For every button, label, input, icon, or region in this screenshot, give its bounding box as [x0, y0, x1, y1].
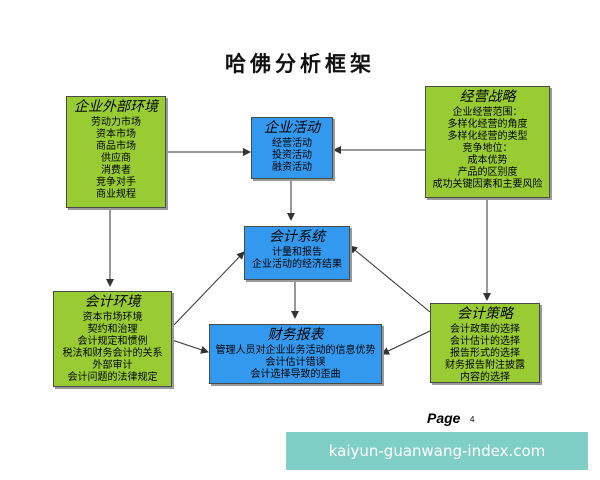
box-line: 财务报告附注披露	[445, 360, 525, 371]
box-line: 报告形式的选择	[450, 348, 520, 359]
box-line: 融资活动	[272, 162, 312, 173]
box-line: 商品市场	[96, 141, 136, 152]
box-line: 供应商	[101, 153, 131, 164]
box-line: 税法和财务会计的关系	[62, 348, 163, 359]
box-external-environment: 企业外部环境 劳动力市场 资本市场 商品市场 供应商 消费者 竞争对手 商业规程	[66, 96, 166, 208]
box-accounting-environment: 会计环境 资本市场环境 契约和治理 会计规定和惯例 税法和财务会计的关系 外部审…	[53, 291, 172, 387]
box-line: 多样化经营的角度	[447, 119, 528, 130]
box-line: 契约和治理	[87, 324, 138, 335]
box-line: 消费者	[101, 165, 131, 176]
box-heading: 会计策略	[457, 306, 513, 322]
box-business-activities: 企业活动 经营活动 投资活动 融资活动	[251, 117, 333, 179]
box-heading: 经营战略	[459, 89, 516, 105]
page-label: Page	[427, 410, 461, 426]
box-line: 会计规定和惯例	[77, 336, 148, 347]
box-line: 成功关键因素和主要风险	[432, 179, 543, 190]
box-line: 产品的区别度	[457, 167, 518, 178]
box-line: 劳动力市场	[91, 117, 141, 128]
box-line: 企业经营范围：	[452, 107, 523, 118]
arrow-accounting-env-to-system	[171, 251, 245, 328]
box-line: 外部审计	[92, 360, 133, 371]
box-financial-reports: 财务报表 管理人员对企业业务活动的信息优势 会计估计错误 会计选择导致的歪曲	[209, 324, 382, 384]
box-line: 成本优势	[467, 155, 508, 166]
box-line: 资本市场环境	[82, 312, 143, 323]
box-heading: 企业活动	[264, 120, 320, 136]
box-line: 计量和报告	[272, 247, 322, 258]
watermark-banner: kaiyun-guanwang-index.com	[286, 432, 588, 470]
arrow-accounting-strategy-to-system	[349, 245, 431, 313]
box-line: 内容的选择	[460, 372, 510, 383]
box-accounting-system: 会计系统 计量和报告 企业活动的经济结果	[244, 226, 350, 280]
box-heading: 财务报表	[267, 327, 324, 343]
box-line: 竞争对手	[96, 177, 136, 188]
box-line: 竞争地位：	[462, 143, 513, 154]
box-line: 会计政策的选择	[450, 324, 520, 335]
box-line: 多样化经营的类型	[447, 131, 528, 142]
box-line: 管理人员对企业业务活动的信息优势	[215, 345, 376, 356]
box-heading: 会计环境	[84, 294, 141, 310]
diagram-title: 哈佛分析框架	[225, 52, 375, 76]
box-business-strategy: 经营战略 企业经营范围： 多样化经营的角度 多样化经营的类型 竞争地位： 成本优…	[425, 86, 550, 198]
box-line: 商业规程	[96, 189, 136, 200]
arrow-accounting-env-to-reports	[171, 339, 209, 354]
box-line: 投资活动	[272, 150, 312, 161]
box-line: 会计问题的法律规定	[67, 372, 158, 383]
box-line: 会计估计的选择	[450, 336, 520, 347]
box-line: 资本市场	[96, 129, 136, 140]
arrow-accounting-strategy-to-reports	[381, 329, 433, 355]
box-line: 经营活动	[272, 138, 312, 149]
box-line: 企业活动的经济结果	[252, 259, 342, 270]
box-accounting-strategy: 会计策略 会计政策的选择 会计估计的选择 报告形式的选择 财务报告附注披露 内容…	[430, 303, 540, 383]
page-number: 4	[470, 415, 475, 424]
box-heading: 会计系统	[269, 229, 325, 245]
box-line: 会计估计错误	[265, 357, 326, 368]
box-line: 会计选择导致的歪曲	[250, 369, 341, 380]
box-heading: 企业外部环境	[74, 99, 158, 115]
